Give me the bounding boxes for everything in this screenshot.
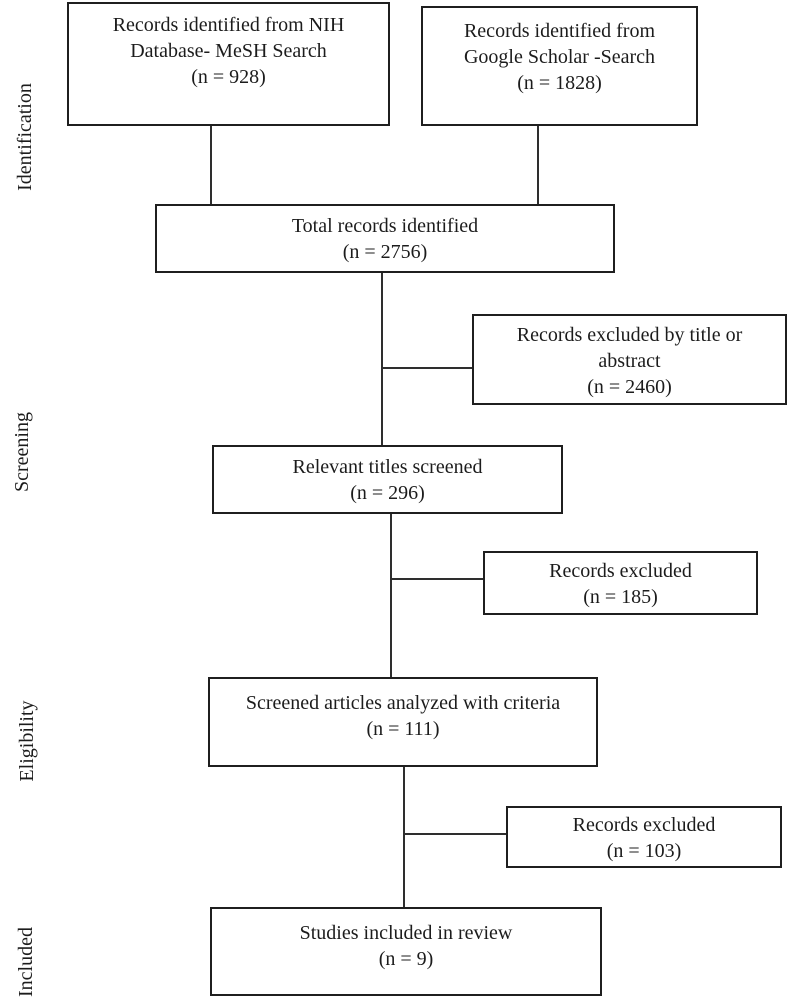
branch-to-excluded-eligibility: [404, 833, 506, 835]
branch-to-excluded-title-abstract: [382, 367, 472, 369]
box-records-google-scholar: Records identified from Google Scholar -…: [421, 6, 698, 126]
stage-label-included: Included: [15, 927, 37, 997]
connector-relevant-to-screened: [390, 514, 392, 677]
box-excluded-eligibility: Records excluded (n = 103): [506, 806, 782, 868]
connector-total-to-relevant: [381, 273, 383, 445]
box-screened-articles-criteria-text: Screened articles analyzed with criteria…: [245, 692, 561, 740]
stage-label-eligibility: Eligibility: [16, 700, 38, 782]
box-records-nih: Records identified from NIH Database- Me…: [67, 2, 390, 126]
box-excluded-screening-text: Records excluded (n = 185): [549, 560, 692, 608]
stage-label-screening: Screening: [11, 412, 33, 492]
stage-label-identification: Identification: [14, 83, 36, 191]
box-studies-included-text: Studies included in review (n = 9): [299, 922, 513, 970]
box-excluded-screening: Records excluded (n = 185): [483, 551, 758, 615]
branch-to-excluded-screening: [391, 578, 483, 580]
box-excluded-title-abstract: Records excluded by title or abstract (n…: [472, 314, 787, 405]
connector-google-to-total: [537, 126, 539, 204]
box-excluded-eligibility-text: Records excluded (n = 103): [572, 814, 716, 862]
box-total-records: Total records identified (n = 2756): [155, 204, 615, 273]
box-relevant-titles-screened: Relevant titles screened (n = 296): [212, 445, 563, 514]
box-studies-included: Studies included in review (n = 9): [210, 907, 602, 996]
box-total-records-text: Total records identified (n = 2756): [291, 215, 479, 263]
box-relevant-titles-screened-text: Relevant titles screened (n = 296): [292, 456, 483, 504]
box-records-nih-text: Records identified from NIH Database- Me…: [112, 14, 345, 88]
box-excluded-title-abstract-text: Records excluded by title or abstract (n…: [516, 324, 743, 398]
connector-nih-to-total: [210, 126, 212, 204]
box-records-google-scholar-text: Records identified from Google Scholar -…: [463, 20, 656, 94]
box-screened-articles-criteria: Screened articles analyzed with criteria…: [208, 677, 598, 767]
connector-screened-to-included: [403, 767, 405, 907]
